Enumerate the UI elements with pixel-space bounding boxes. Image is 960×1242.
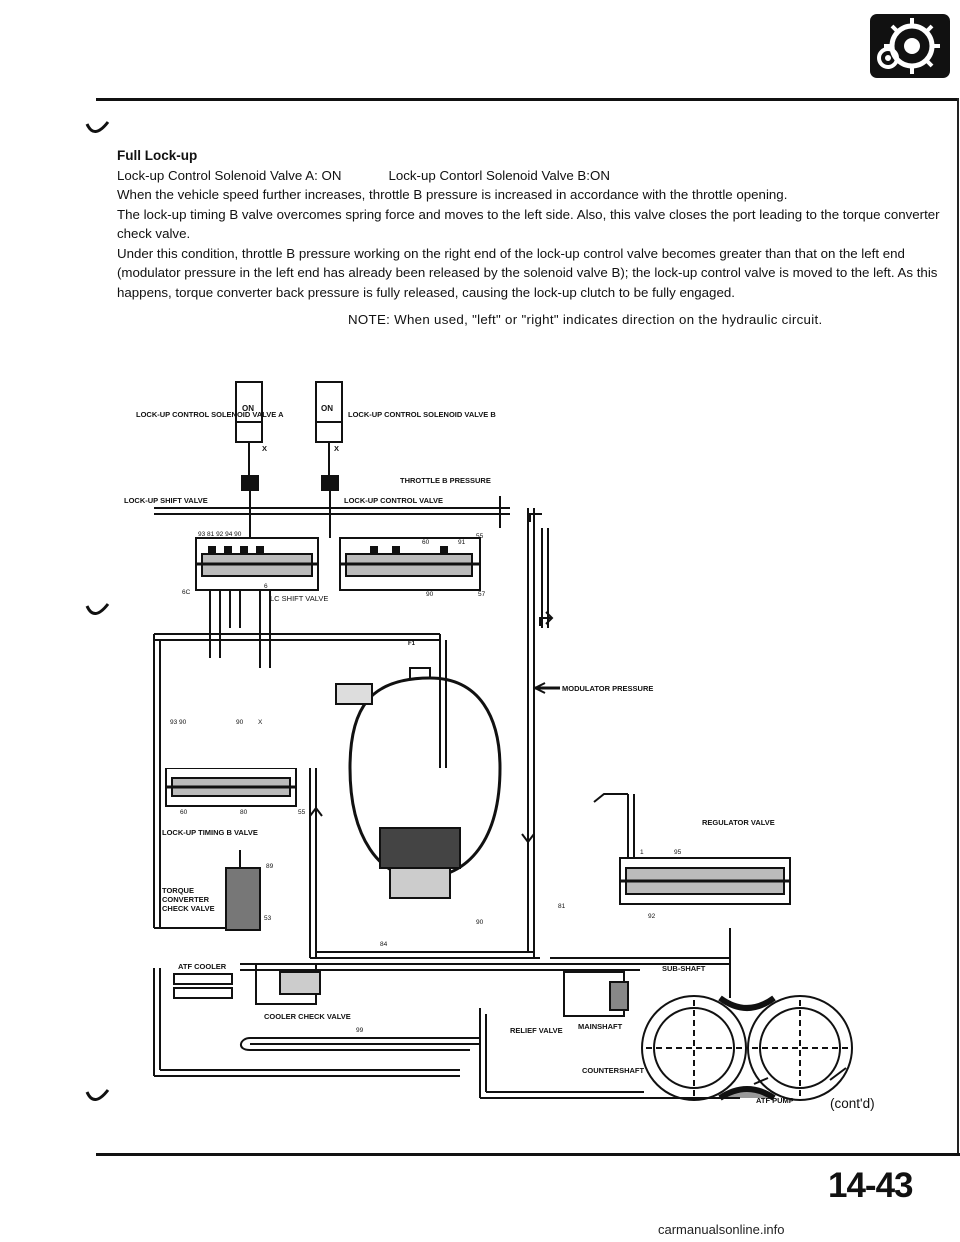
paragraph-speed: When the vehicle speed further increases… xyxy=(117,187,788,202)
port-60-timing: 60 xyxy=(180,809,188,816)
port-99: 99 xyxy=(356,1027,364,1034)
port-53: 53 xyxy=(264,915,272,922)
top-rule xyxy=(96,98,958,101)
label-regulator-valve: REGULATOR VALVE xyxy=(702,818,775,827)
port-89: 89 xyxy=(266,863,274,870)
port-55: 55 xyxy=(476,533,484,540)
port-numbers-timing: 93 90 xyxy=(170,719,187,726)
port-numbers-shift-valve: 93 81 92 94 90 xyxy=(198,531,242,538)
label-cooler-check-valve: COOLER CHECK VALVE xyxy=(264,1012,351,1021)
paragraph-condition: Under this condition, throttle B pressur… xyxy=(117,245,938,300)
label-atf-pump: ATF PUMP xyxy=(756,1096,794,1105)
hydraulic-circuit-drawing xyxy=(153,381,560,768)
port-91: 91 xyxy=(458,539,466,546)
port-55-timing: 55 xyxy=(298,809,306,816)
port-84: 84 xyxy=(380,941,388,948)
right-rule xyxy=(957,98,959,1153)
label-relief-valve: RELIEF VALVE xyxy=(510,1026,563,1035)
hydraulic-circuit-lower: 93 90 90 X 60 80 55 LOCK-UP TIMING B VAL… xyxy=(140,719,860,1108)
hydraulic-circuit-lower-drawing xyxy=(153,768,853,1101)
label-on-b: ON xyxy=(321,404,333,413)
page-number: 14-43 xyxy=(828,1166,914,1205)
continued-label: (cont'd) xyxy=(830,1096,875,1111)
label-x-a: X xyxy=(262,444,268,453)
port-57: 57 xyxy=(478,591,486,598)
label-solenoid-b: LOCK-UP CONTROL SOLENOID VALVE B xyxy=(348,410,496,419)
label-mainshaft: MAINSHAFT xyxy=(578,1022,623,1031)
transmission-section-logo xyxy=(870,14,950,78)
label-countershaft: COUNTERSHAFT xyxy=(582,1066,645,1075)
section-heading: Full Lock-up xyxy=(117,148,198,163)
port-90-timing: 90 xyxy=(236,719,244,726)
bottom-rule xyxy=(96,1153,960,1156)
binding-check-mark xyxy=(85,121,110,133)
binding-check-mark xyxy=(85,1089,110,1101)
label-lockup-control-valve: LOCK-UP CONTROL VALVE xyxy=(344,496,444,505)
body-text: Full Lock-up Lock-up Control Solenoid Va… xyxy=(117,146,947,302)
hydraulic-circuit-diagram: LOCK-UP CONTROL SOLENOID VALVE A ON ON X… xyxy=(124,378,860,768)
solenoid-b-status: Lock-up Contorl Solenoid Valve B:ON xyxy=(388,167,610,183)
port-6: 6 xyxy=(264,583,268,590)
port-90: 90 xyxy=(426,591,434,598)
label-solenoid-a: LOCK-UP CONTROL SOLENOID VALVE A xyxy=(136,410,284,419)
label-on-a: ON xyxy=(242,404,254,413)
port-80: 80 xyxy=(240,809,248,816)
label-modulator-pressure: MODULATOR PRESSURE xyxy=(562,684,654,693)
label-torque-converter-check-valve: TORQUE CONVERTER CHECK VALVE xyxy=(162,886,215,913)
port-1: 1 xyxy=(640,849,644,856)
binding-check-mark xyxy=(85,603,110,615)
port-6c: 6C xyxy=(182,589,191,596)
label-lockup-timing-b-valve: LOCK-UP TIMING B VALVE xyxy=(162,828,258,837)
port-x: X xyxy=(258,719,263,726)
label-lockup-shift-valve: LOCK-UP SHIFT VALVE xyxy=(124,496,208,505)
label-f1: F1 xyxy=(408,641,416,647)
watermark: carmanualsonline.info xyxy=(658,1222,785,1237)
port-90-converter: 90 xyxy=(476,919,484,926)
label-lc-shift-valve: LC SHIFT VALVE xyxy=(270,594,329,603)
solenoid-status-line: Lock-up Control Solenoid Valve A: ON Lock… xyxy=(117,166,947,186)
label-atf-cooler: ATF COOLER xyxy=(178,962,227,971)
port-95: 95 xyxy=(674,849,682,856)
solenoid-a-status: Lock-up Control Solenoid Valve A: ON xyxy=(117,167,342,183)
direction-note: NOTE: When used, "left" or "right" indic… xyxy=(348,312,823,327)
port-92: 92 xyxy=(648,913,656,920)
port-81: 81 xyxy=(558,903,566,910)
label-sub-shaft: SUB-SHAFT xyxy=(662,964,706,973)
paragraph-timing-valve: The lock-up timing B valve overcomes spr… xyxy=(117,206,940,242)
label-throttle-b-pressure: THROTTLE B PRESSURE xyxy=(400,476,491,485)
port-60: 60 xyxy=(422,539,430,546)
label-x-b: X xyxy=(334,444,340,453)
